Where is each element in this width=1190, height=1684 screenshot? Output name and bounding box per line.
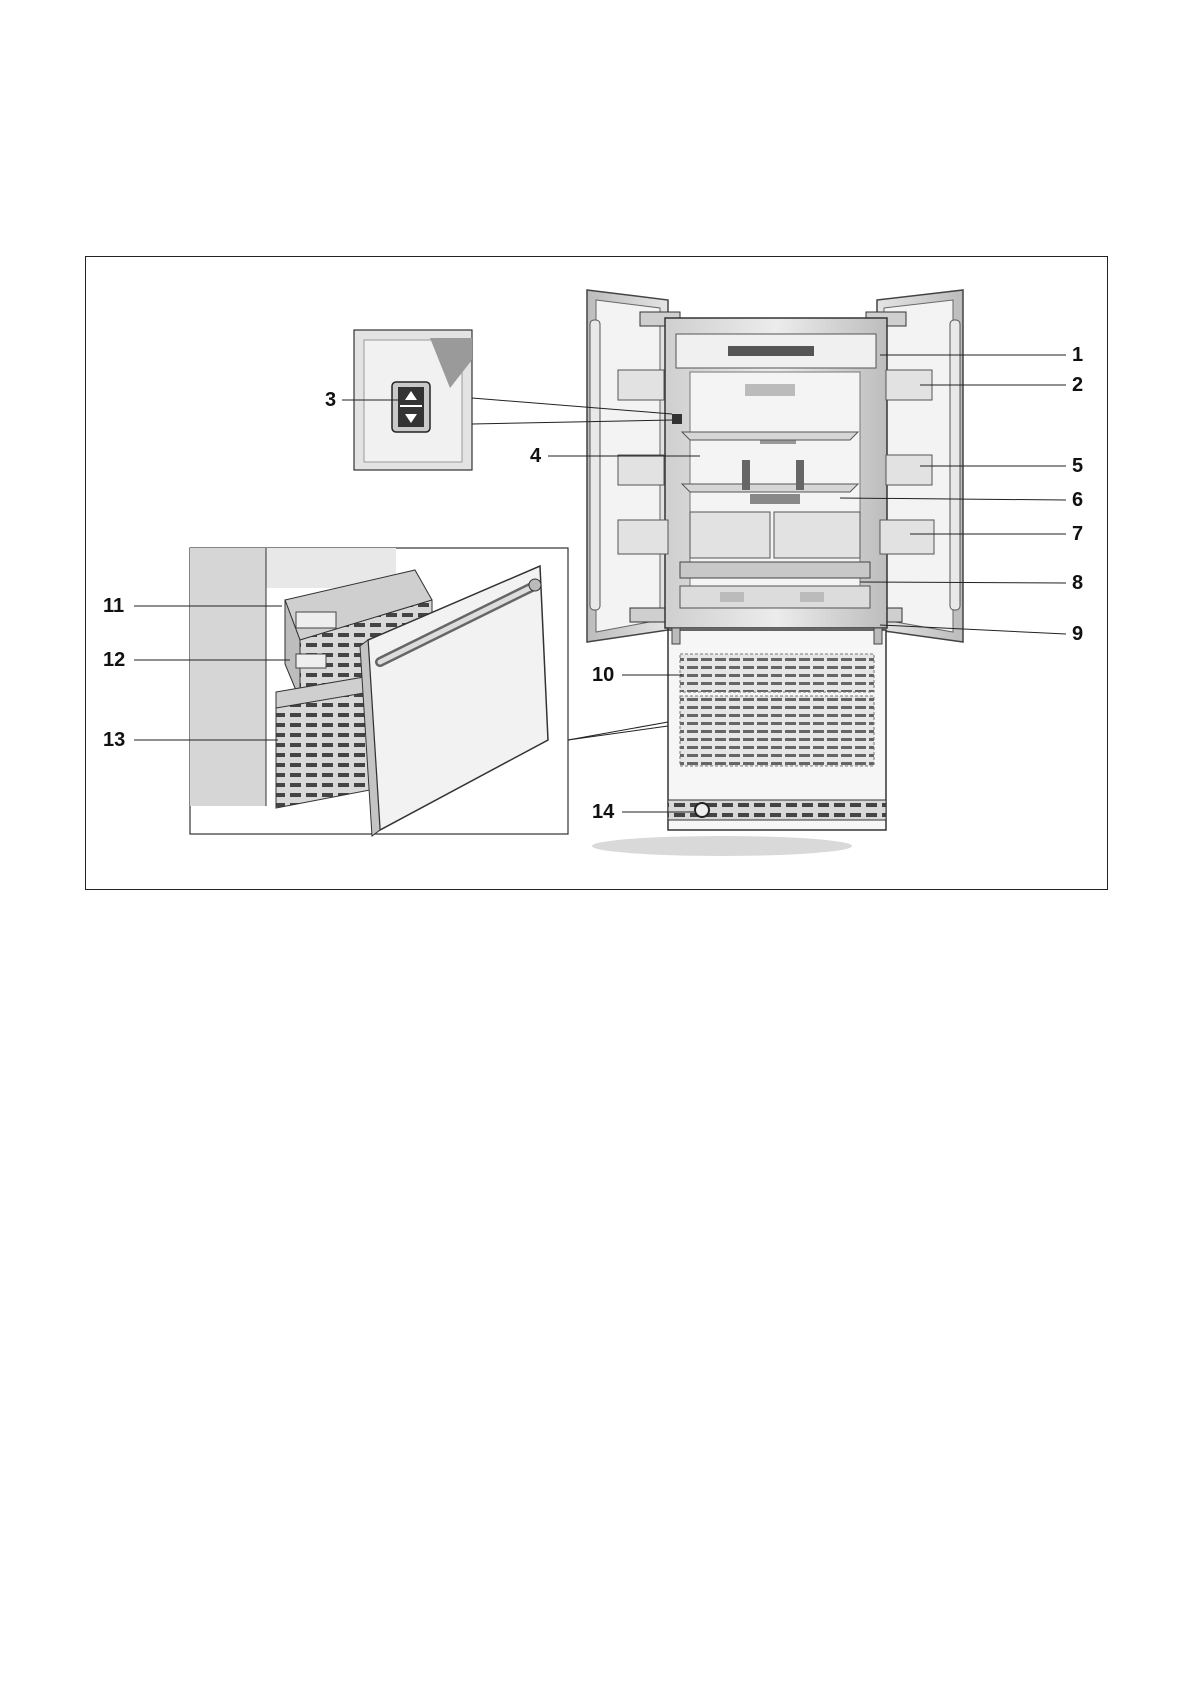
callout-14: 14 [592, 802, 614, 822]
callout-13: 13 [103, 730, 125, 750]
callout-12: 12 [103, 650, 125, 670]
refrigerator-unit [587, 290, 963, 856]
callout-10: 10 [592, 665, 614, 685]
callout-8: 8 [1072, 573, 1083, 593]
callout-9: 9 [1072, 624, 1083, 644]
callout-1: 1 [1072, 345, 1083, 365]
callout-4: 4 [530, 446, 541, 466]
callout-2: 2 [1072, 375, 1083, 395]
callout-6: 6 [1072, 490, 1083, 510]
callout-5: 5 [1072, 456, 1083, 476]
callout-11: 11 [103, 596, 124, 616]
callout-3: 3 [325, 390, 336, 410]
callout-7: 7 [1072, 524, 1083, 544]
